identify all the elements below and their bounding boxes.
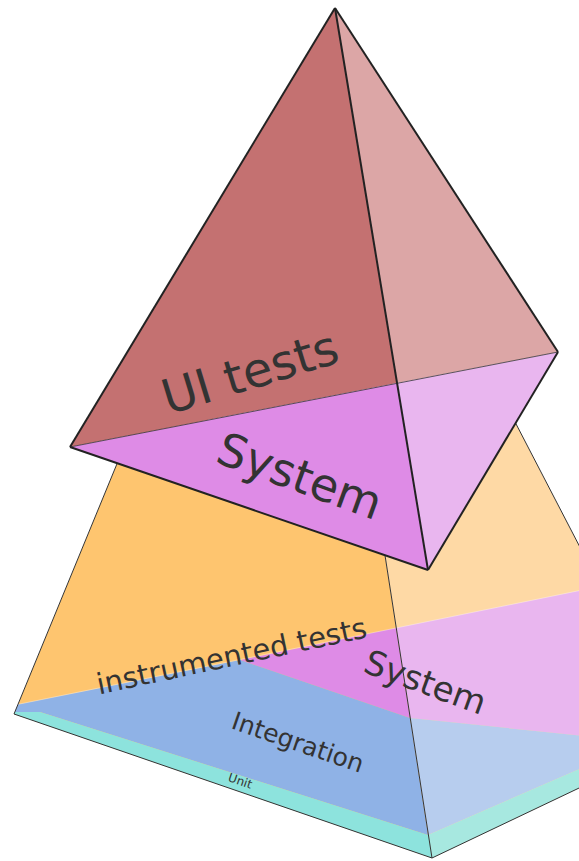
lower-pyramid-edges [14, 420, 579, 858]
tetrahedron [70, 8, 558, 570]
